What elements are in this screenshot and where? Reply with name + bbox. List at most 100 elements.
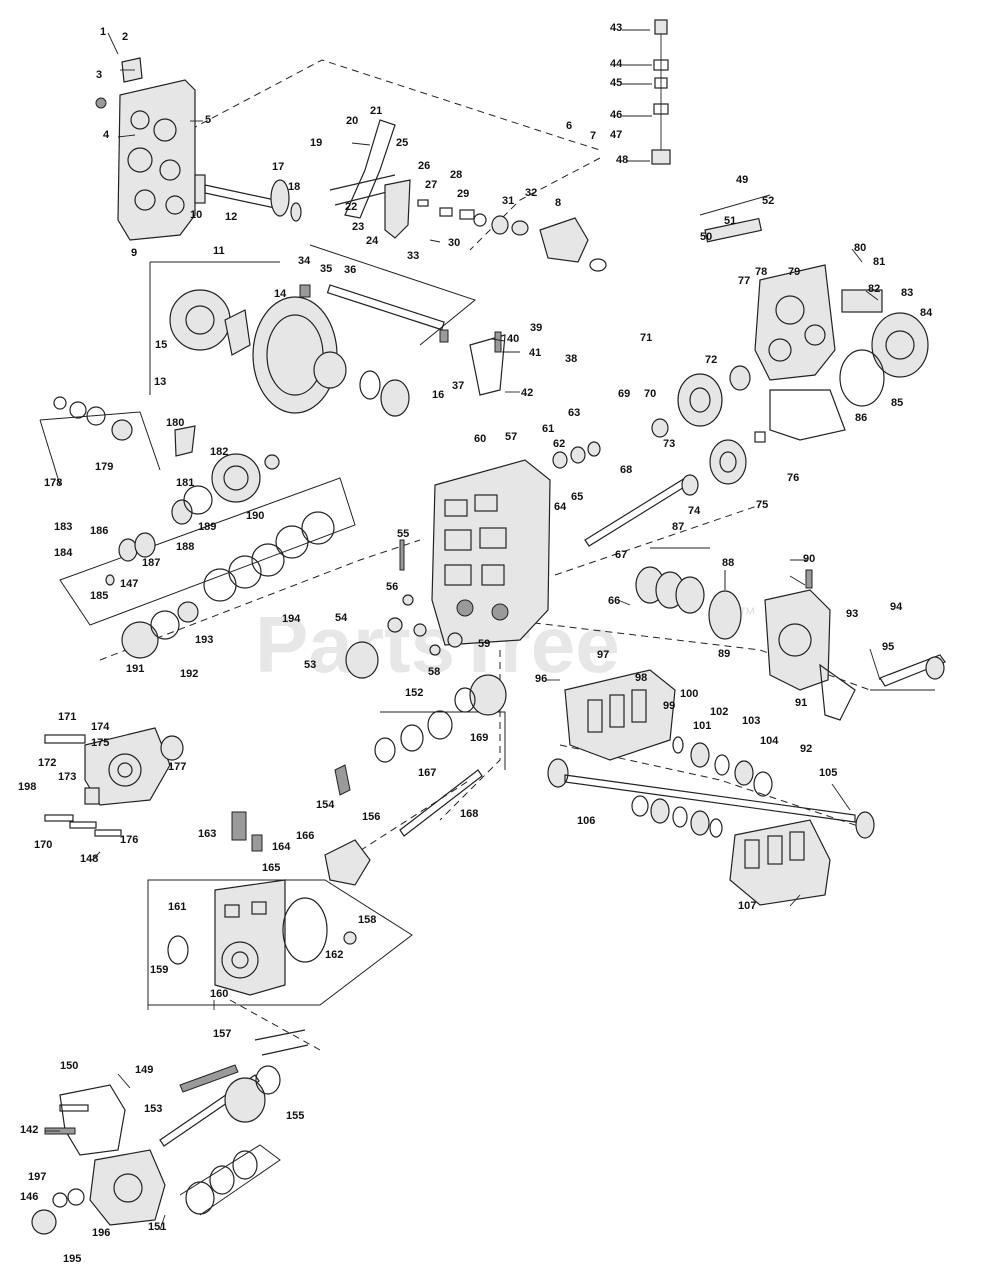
- callout-label: 3: [96, 69, 102, 81]
- callout-label: 92: [800, 743, 812, 755]
- callout-label: 24: [366, 235, 379, 247]
- callout-label: 160: [210, 988, 228, 1000]
- callout-label: 16: [432, 389, 444, 401]
- callout-label: 198: [18, 781, 36, 793]
- callout-label: 188: [176, 541, 194, 553]
- callout-label: 25: [396, 137, 408, 149]
- callout-label: 23: [352, 221, 364, 233]
- callout-label: 27: [425, 179, 437, 191]
- callout-label: 166: [296, 830, 314, 842]
- callout-label: 95: [882, 641, 894, 653]
- callout-label: 185: [90, 590, 108, 602]
- callout-label: 33: [407, 250, 419, 262]
- callout-label: 14: [274, 288, 287, 300]
- callout-label: 54: [335, 612, 348, 624]
- callout-label: 66: [608, 595, 620, 607]
- callout-label: 65: [571, 491, 583, 503]
- callout-label: 155: [286, 1110, 304, 1122]
- callout-label: 1: [100, 26, 106, 38]
- callout-label: 77: [738, 275, 750, 287]
- callout-label: 84: [920, 307, 933, 319]
- callout-label: 146: [20, 1191, 38, 1203]
- callout-label: 87: [672, 521, 684, 533]
- callout-label: 90: [803, 553, 815, 565]
- callout-label: 107: [738, 900, 756, 912]
- callout-label: 12: [225, 211, 237, 223]
- callout-label: 172: [38, 757, 56, 769]
- callout-label: 89: [718, 648, 730, 660]
- callout-label: 151: [148, 1221, 166, 1233]
- callout-label: 73: [663, 438, 675, 450]
- callout-label: 186: [90, 525, 108, 537]
- callout-label: 147: [120, 578, 138, 590]
- callout-label: 48: [616, 154, 628, 166]
- callout-label: 62: [553, 438, 565, 450]
- callout-label: 78: [755, 266, 767, 278]
- callout-label: 45: [610, 77, 622, 89]
- callout-label: 4: [103, 129, 110, 141]
- callout-label: 9: [131, 247, 137, 259]
- callout-label: 177: [168, 761, 186, 773]
- callout-label: 41: [529, 347, 541, 359]
- callout-label: 175: [91, 737, 109, 749]
- callout-label: 173: [58, 771, 76, 783]
- callout-label: 2: [122, 31, 128, 43]
- callout-label: 44: [610, 58, 623, 70]
- callout-label: 170: [34, 839, 52, 851]
- callout-label: 194: [282, 613, 301, 625]
- callout-label: 72: [705, 354, 717, 366]
- callout-label: 20: [346, 115, 358, 127]
- callout-label: 96: [535, 673, 547, 685]
- callout-label: 180: [166, 417, 184, 429]
- callout-label: 69: [618, 388, 630, 400]
- callout-label: 187: [142, 557, 160, 569]
- callout-label: 68: [620, 464, 632, 476]
- callout-label: 51: [724, 215, 736, 227]
- callout-label: 183: [54, 521, 72, 533]
- callout-label: 179: [95, 461, 113, 473]
- callout-label: 176: [120, 834, 138, 846]
- callout-label: 99: [663, 700, 675, 712]
- callout-label: 37: [452, 380, 464, 392]
- callout-label: 29: [457, 188, 469, 200]
- callout-label: 53: [304, 659, 316, 671]
- callout-label: 5: [205, 114, 211, 126]
- callout-label: 39: [530, 322, 542, 334]
- leader-lines: [45, 29, 935, 1231]
- callout-label: 56: [386, 581, 398, 593]
- callout-label: 21: [370, 105, 382, 117]
- callout-label: 63: [568, 407, 580, 419]
- callout-label: 159: [150, 964, 168, 976]
- callout-label: 168: [460, 808, 478, 820]
- callout-label: 152: [405, 687, 423, 699]
- callout-label: 67: [615, 549, 627, 561]
- callout-label: 55: [397, 528, 409, 540]
- callout-label: 174: [91, 721, 110, 733]
- callout-label: 162: [325, 949, 343, 961]
- callout-label: 11: [213, 245, 225, 257]
- callout-label: 80: [854, 242, 866, 254]
- callout-label: 83: [901, 287, 913, 299]
- callout-label: 8: [555, 197, 561, 209]
- callout-label: 104: [760, 735, 779, 747]
- callout-label: 195: [63, 1253, 81, 1265]
- callout-label: 7: [590, 130, 596, 142]
- callout-label: 26: [418, 160, 430, 172]
- callout-label: 197: [28, 1171, 46, 1183]
- callout-label: 52: [762, 195, 774, 207]
- callout-label: 181: [176, 477, 194, 489]
- callout-label: 59: [478, 638, 490, 650]
- callout-label: 17: [272, 161, 284, 173]
- callout-label: 196: [92, 1227, 110, 1239]
- callout-label: 75: [756, 499, 768, 511]
- callout-label: 191: [126, 663, 144, 675]
- callout-label: 149: [135, 1064, 153, 1076]
- callout-label: 42: [521, 387, 533, 399]
- callout-label: 13: [154, 376, 166, 388]
- callout-label: 30: [448, 237, 460, 249]
- callout-label: 86: [855, 412, 867, 424]
- callout-label: 98: [635, 672, 647, 684]
- callout-label: 189: [198, 521, 216, 533]
- callout-label: 178: [44, 477, 62, 489]
- callout-label: 169: [470, 732, 488, 744]
